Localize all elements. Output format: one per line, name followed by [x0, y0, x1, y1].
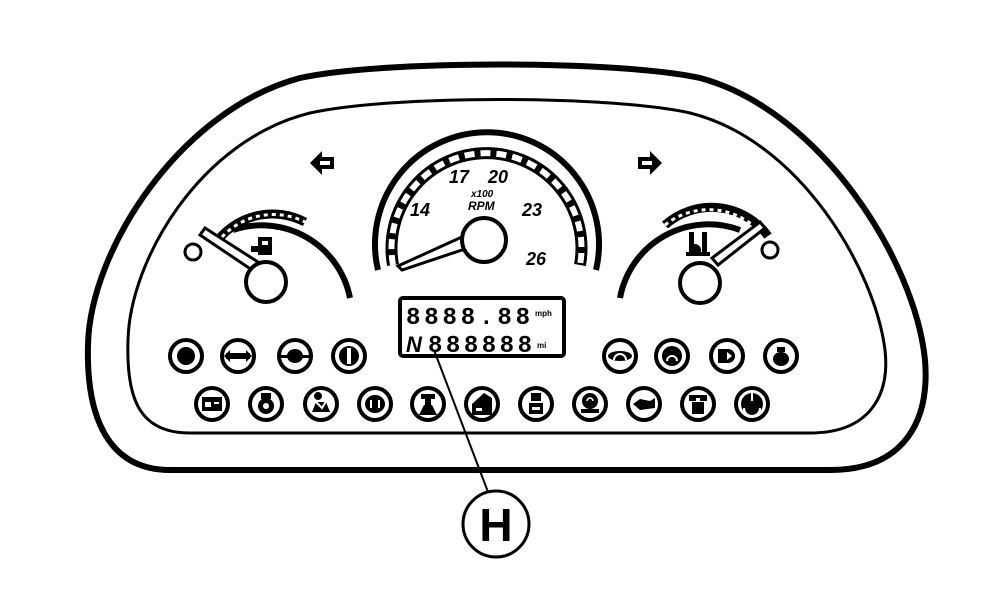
seat-belt-icon	[303, 386, 339, 422]
temperature-warning-lamp	[760, 240, 780, 260]
temperature-hub	[678, 261, 722, 305]
axle-steer-icon	[220, 338, 256, 374]
parking-brake-icon	[357, 386, 393, 422]
fuel-filter-icon	[763, 338, 799, 374]
lcd-row1-digits: 8888.88	[406, 305, 530, 332]
tach-label-14: 14	[410, 200, 430, 220]
brake-warning-icon	[654, 338, 690, 374]
glow-plug-icon	[572, 386, 608, 422]
callout-circle	[461, 489, 531, 559]
fuel-gauge	[183, 209, 353, 304]
tachometer: 14 17 20 23 26 x100 RPM	[372, 129, 602, 272]
right-turn-signal	[638, 151, 662, 175]
temperature-gauge	[617, 202, 780, 305]
air-filter-icon	[464, 386, 500, 422]
callout-leader-line	[433, 349, 489, 493]
left-turn-signal	[310, 151, 334, 175]
engine-oil-icon	[626, 386, 662, 422]
lcd-row2-unit: mi	[537, 341, 546, 350]
lcd-row1-unit: mph	[535, 309, 552, 318]
brake-pedal-icon	[331, 338, 367, 374]
coolant-temperature-icon	[686, 232, 710, 256]
fuel-warning-lamp	[183, 242, 203, 262]
tach-unit-top: x100	[470, 189, 494, 200]
indicators-lower	[194, 386, 770, 422]
inner-bezel-outline	[126, 98, 888, 435]
tach-needle	[395, 233, 470, 272]
differential-lock-icon	[277, 338, 313, 374]
headlight-icon	[709, 338, 745, 374]
battery-icon	[194, 386, 230, 422]
outer-housing-outline	[84, 61, 929, 473]
tach-label-26: 26	[525, 249, 547, 269]
tach-label-23: 23	[521, 200, 542, 220]
tach-unit-bottom: RPM	[468, 199, 496, 213]
boom-float-icon	[410, 386, 446, 422]
temperature-needle	[709, 219, 768, 268]
hydraulic-warning-icon	[168, 338, 204, 374]
tach-label-20: 20	[487, 167, 508, 187]
engine-coolant-icon	[248, 386, 284, 422]
fuel-pump-icon	[251, 237, 272, 255]
indicators-upper-left	[168, 338, 367, 374]
indicators-upper-right	[602, 338, 799, 374]
fuel-hub	[244, 260, 288, 304]
callout-h: H	[433, 349, 531, 559]
tach-label-17: 17	[449, 167, 470, 187]
lcd-display: 8888.88 mph N 888888 mi	[398, 296, 566, 360]
hydraulic-filter-icon	[680, 386, 716, 422]
tach-hub	[460, 216, 508, 264]
transmission-icon	[518, 386, 554, 422]
oil-pressure-icon	[602, 338, 638, 374]
lcd-gear-indicator: N	[406, 332, 423, 357]
steering-wheel-icon	[734, 386, 770, 422]
callout-label: H	[479, 499, 512, 551]
